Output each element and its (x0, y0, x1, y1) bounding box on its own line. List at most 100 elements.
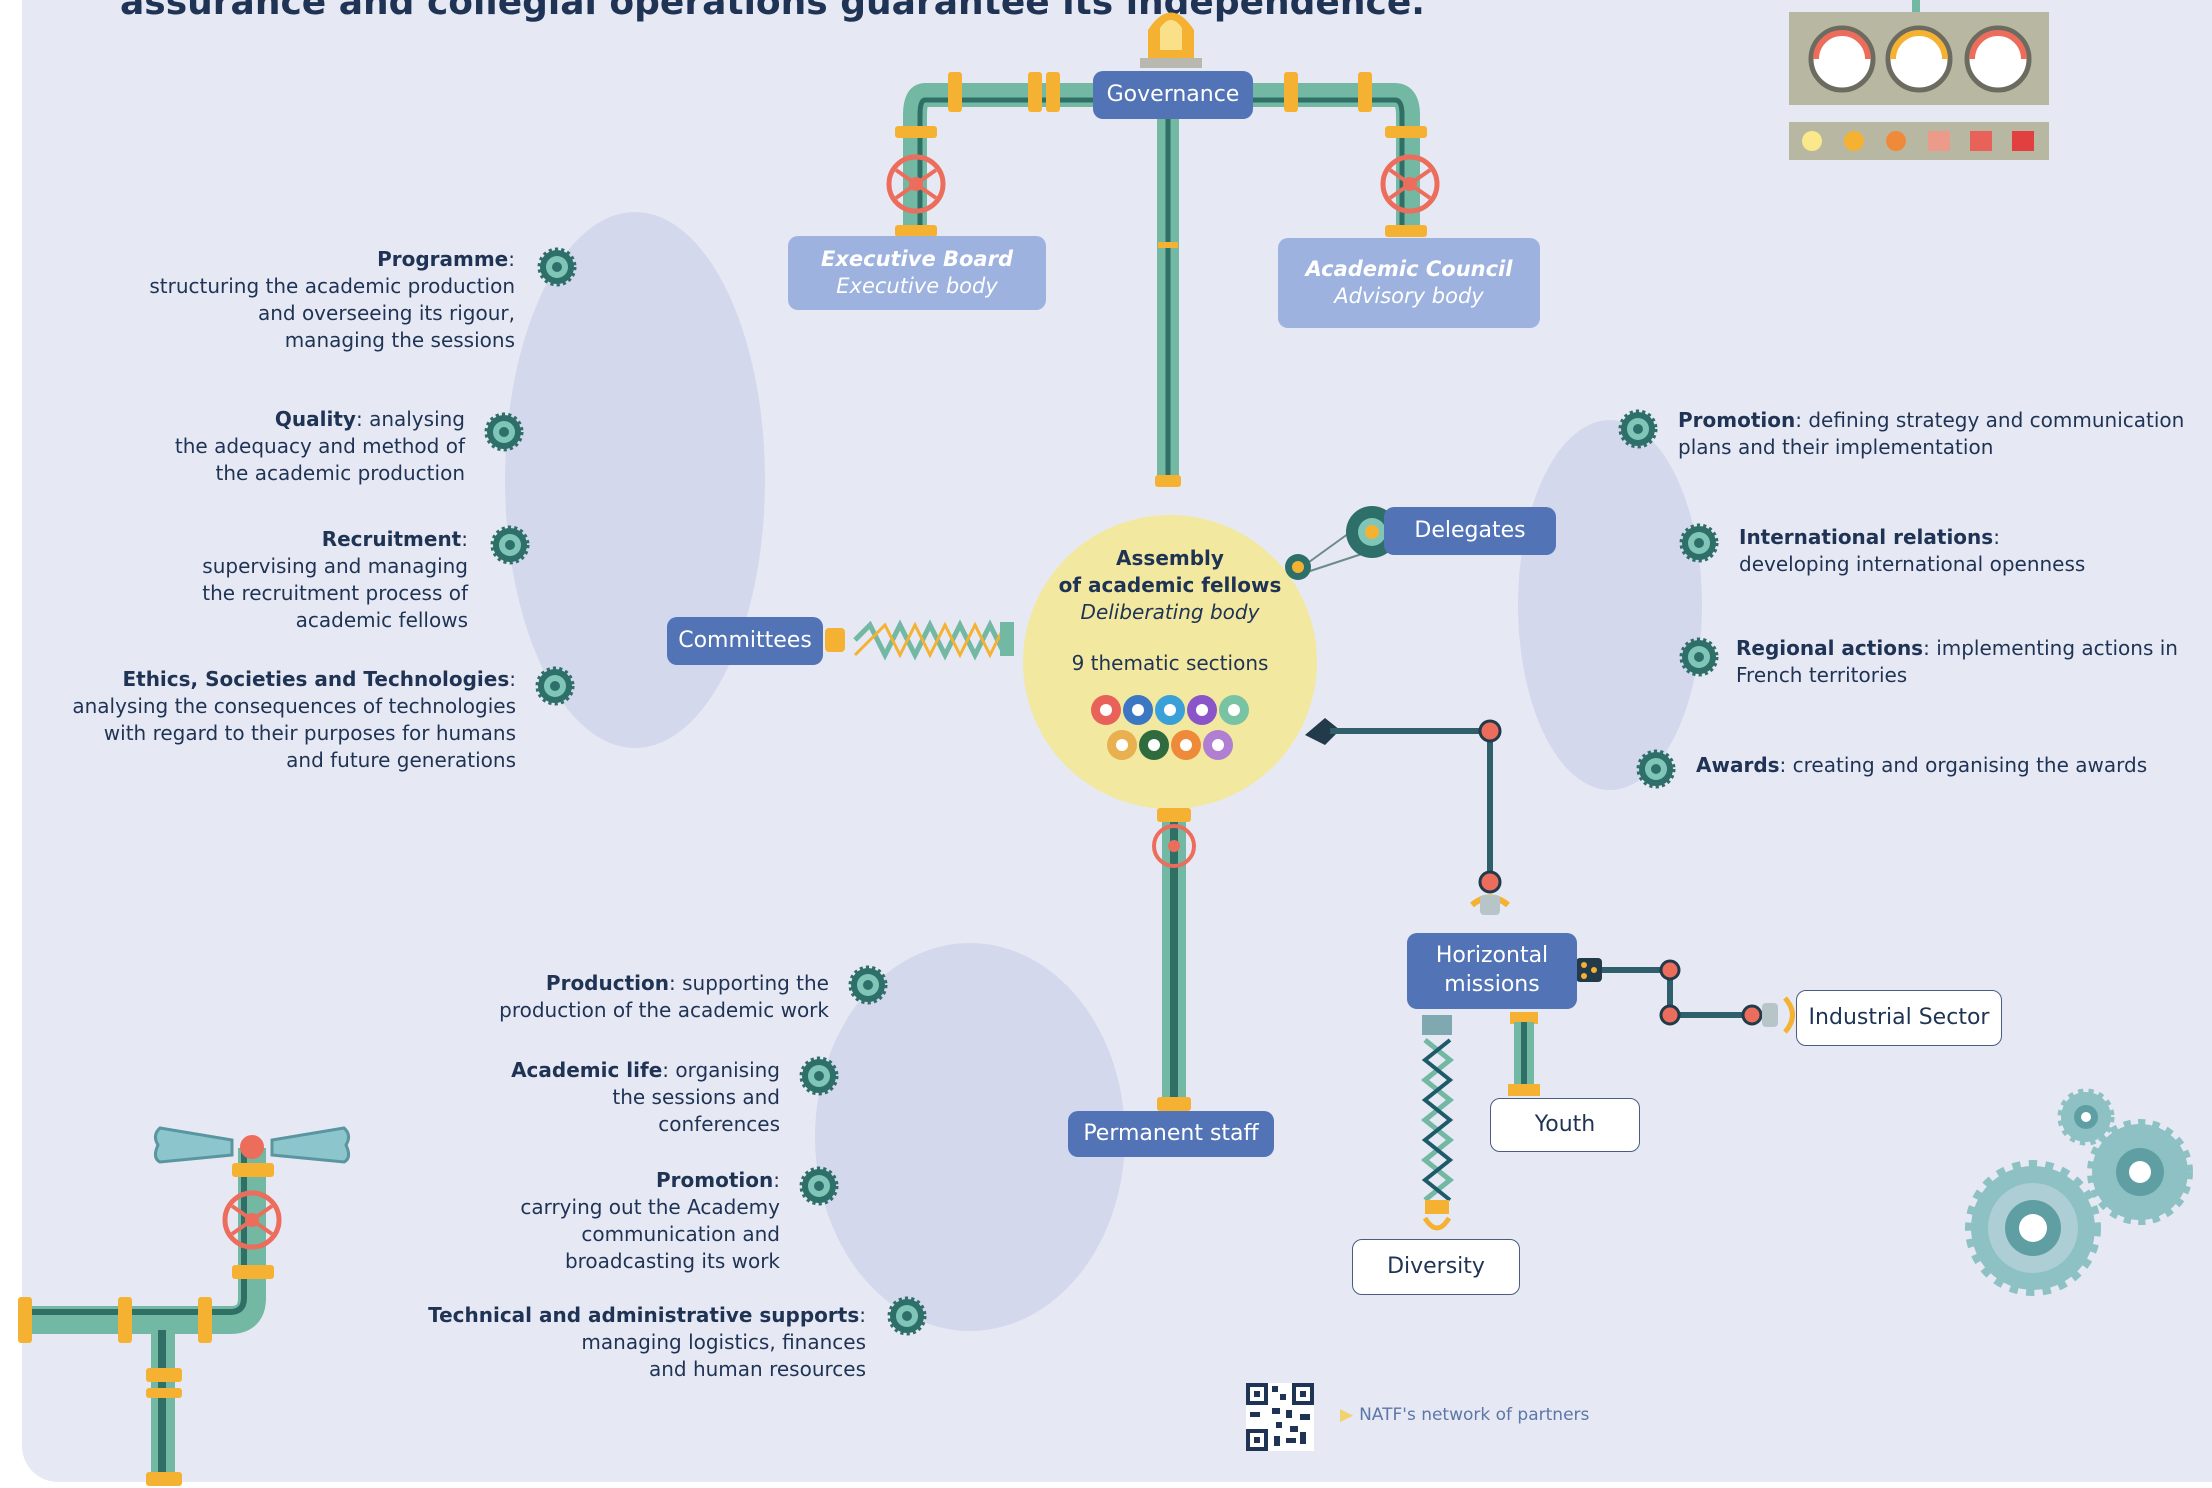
academic-council-role: Advisory body (1334, 284, 1484, 308)
horizontal-missions-node[interactable]: Horizontal missions (1407, 933, 1577, 1009)
gears-icon (1965, 1088, 2193, 1296)
assembly-label: Assembly of academic fellows Deliberatin… (1010, 545, 1330, 677)
awards-item: Awards: creating and organising the awar… (1696, 752, 2147, 779)
ethics-item: Ethics, Societies and Technologies: anal… (72, 666, 516, 774)
regional-item: Regional actions: implementing actions i… (1736, 635, 2178, 689)
apple-icon (1091, 695, 1121, 725)
horizontal-missions-line1: Horizontal (1435, 943, 1549, 969)
technical-supports-line1: managing logistics, finances (581, 1330, 866, 1354)
academic-life-term: Academic life (511, 1058, 663, 1082)
staff-promotion-line3: broadcasting its work (564, 1249, 780, 1273)
delegates-promotion-cog-icon (1621, 412, 1655, 446)
awards-sep: : creating and organising the awards (1779, 753, 2148, 777)
international-term: International relations (1739, 525, 1994, 549)
permanent-staff-node[interactable]: Permanent staff (1068, 1111, 1274, 1157)
people-icon (1203, 730, 1233, 760)
staff-oval (815, 943, 1125, 1331)
quality-sep: : analysing (355, 407, 465, 431)
missions-connector (1305, 718, 1795, 1231)
ethics-sep: : (509, 667, 516, 691)
academic-life-sep: : organising (662, 1058, 780, 1082)
programme-line1: structuring the academic production (149, 274, 515, 298)
recruitment-sep: : (461, 527, 468, 551)
person-icon (1155, 695, 1185, 725)
lightning-icon (1187, 695, 1217, 725)
permanent-staff-label: Permanent staff (1083, 1120, 1259, 1146)
recruitment-cog-icon (493, 528, 527, 562)
ethics-line2: with regard to their purposes for humans (103, 721, 516, 745)
technical-supports-item: Technical and administrative supports: m… (428, 1302, 866, 1383)
quality-line2: the academic production (215, 461, 465, 485)
regional-line1: French territories (1736, 663, 1908, 687)
recruitment-line1: supervising and managing (202, 554, 468, 578)
production-item: Production: supporting the production of… (499, 970, 829, 1024)
technical-supports-line2: and human resources (648, 1357, 866, 1381)
recruitment-line2: the recruitment process of (202, 581, 468, 605)
awards-cog-icon (1639, 752, 1673, 786)
industrial-sector-label: Industrial Sector (1808, 1004, 1990, 1030)
committees-connector (825, 619, 1014, 661)
international-line1: developing international openness (1739, 552, 2086, 576)
assembly-title-line2: of academic fellows (1058, 573, 1282, 597)
network-icon (1171, 730, 1201, 760)
assembly-circle (1023, 515, 1317, 809)
committees-node[interactable]: Committees (667, 617, 823, 665)
ethics-cog-icon (538, 669, 572, 703)
horizontal-missions-line2: missions (1444, 972, 1540, 997)
bottom-left-pipe (18, 1126, 351, 1486)
partners-link[interactable]: ▶NATF's network of partners (1340, 1405, 1589, 1425)
academic-council-node[interactable]: Academic Council Advisory body (1278, 238, 1540, 328)
delegates-promotion-sep: : defining strategy and communication (1795, 408, 2185, 432)
programme-line3: managing the sessions (284, 328, 515, 352)
delegates-promotion-line1: plans and their implementation (1678, 435, 1994, 459)
quality-line1: the adequacy and method of (174, 434, 465, 458)
delegates-promotion-item: Promotion: defining strategy and communi… (1678, 407, 2184, 461)
programme-cog-icon (540, 250, 574, 284)
assembly-title-line1: Assembly (1116, 546, 1224, 570)
thematic-section-icons (1091, 695, 1249, 760)
youth-node[interactable]: Youth (1490, 1098, 1640, 1152)
diversity-node[interactable]: Diversity (1352, 1239, 1520, 1295)
regional-cog-icon (1682, 640, 1716, 674)
staff-pipe (1152, 808, 1196, 1111)
production-sep: : supporting the (669, 971, 829, 995)
staff-promotion-sep: : (773, 1168, 780, 1192)
assembly-sections: 9 thematic sections (1071, 651, 1269, 675)
industrial-sector-node[interactable]: Industrial Sector (1796, 990, 2002, 1046)
governance-node[interactable]: Governance (1093, 71, 1253, 119)
programme-item: Programme: structuring the academic prod… (149, 246, 515, 354)
staff-promotion-item: Promotion: carrying out the Academy comm… (520, 1167, 780, 1275)
international-sep: : (1993, 525, 2000, 549)
ethics-line3: and future generations (286, 748, 516, 772)
recruitment-line3: academic fellows (295, 608, 468, 632)
delegates-node[interactable]: Delegates (1384, 507, 1556, 555)
recruitment-term: Recruitment (321, 527, 462, 551)
recruitment-item: Recruitment: supervising and managing th… (202, 526, 468, 634)
committees-oval (505, 212, 765, 748)
programme-term: Programme (377, 247, 509, 271)
ethics-term: Ethics, Societies and Technologies (122, 667, 510, 691)
leaf-icon (1219, 695, 1249, 725)
diversity-label: Diversity (1387, 1253, 1485, 1279)
production-term: Production (545, 971, 669, 995)
assembly-subtitle: Deliberating body (1080, 600, 1260, 624)
executive-board-title: Executive Board (820, 246, 1013, 271)
regional-sep: : implementing actions in (1923, 636, 2178, 660)
staff-promotion-cog-icon (802, 1169, 836, 1203)
factory-icon (1139, 730, 1169, 760)
quality-cog-icon (487, 415, 521, 449)
academic-life-cog-icon (802, 1059, 836, 1093)
regional-term: Regional actions (1736, 636, 1924, 660)
governance-pipes (889, 72, 1437, 487)
youth-label: Youth (1534, 1111, 1596, 1137)
staff-promotion-term: Promotion (656, 1168, 774, 1192)
delegates-promotion-term: Promotion (1678, 408, 1796, 432)
programme-sep: : (508, 247, 515, 271)
staff-promotion-line1: carrying out the Academy (520, 1195, 780, 1219)
executive-board-node[interactable]: Executive Board Executive body (788, 236, 1046, 310)
windmill-icon (1107, 730, 1137, 760)
alarm-light-icon (1140, 12, 1202, 68)
quality-item: Quality: analysing the adequacy and meth… (175, 406, 465, 487)
production-line1: production of the academic work (499, 998, 829, 1022)
staff-promotion-line2: communication and (581, 1222, 780, 1246)
